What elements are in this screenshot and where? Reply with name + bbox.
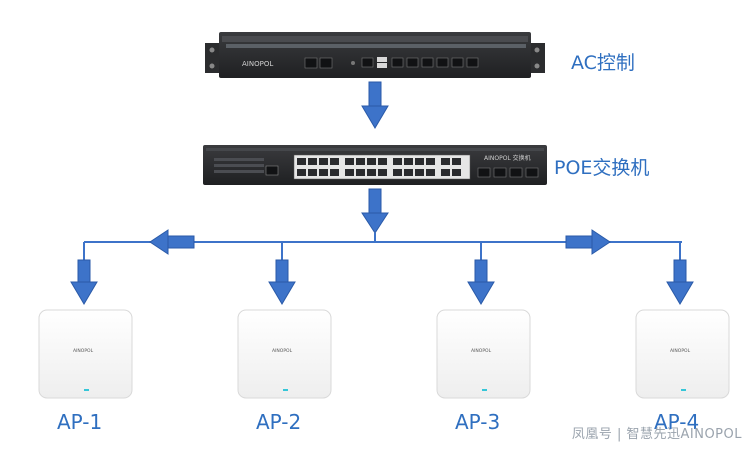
access-point-1: AINOPOL	[38, 309, 133, 399]
ap-brand-text: AINOPOL	[471, 348, 492, 354]
bus-arrow-left	[149, 229, 195, 255]
ap-brand-text: AINOPOL	[272, 348, 293, 354]
arrow-to-ap-3	[467, 259, 495, 305]
arrow-to-ap-2	[268, 259, 296, 305]
ap-brand-text: AINOPOL	[73, 348, 94, 354]
ap-2-label: AP-2	[256, 410, 302, 434]
arrow-switch-to-bus	[361, 188, 389, 234]
access-point-3: AINOPOL	[436, 309, 531, 399]
ap-3-label: AP-3	[455, 410, 501, 434]
watermark-text: 凤凰号 | 智慧先迅AINOPOL	[571, 427, 742, 442]
ac-controller-device: AINOPOL	[205, 32, 545, 78]
access-point-2: AINOPOL	[237, 309, 332, 399]
arrow-to-ap-4	[666, 259, 694, 305]
ap-status-led	[84, 389, 89, 391]
arrow-to-ap-1	[70, 259, 98, 305]
ap-brand-text: AINOPOL	[670, 348, 691, 354]
ap-status-led	[283, 389, 288, 391]
poe-switch-label: POE交换机	[554, 157, 650, 179]
ap-1-label: AP-1	[57, 410, 103, 434]
ac-brand-text: AINOPOL	[242, 60, 273, 68]
arrow-ac-to-switch	[361, 81, 389, 129]
switch-brand-text: AINOPOL 交换机	[484, 154, 531, 162]
ap-status-led	[681, 389, 686, 391]
ap-4-label: AP-4	[654, 410, 700, 434]
poe-switch-device: AINOPOL 交换机	[203, 145, 547, 185]
ac-controller-label: AC控制	[571, 52, 635, 74]
access-point-4: AINOPOL	[635, 309, 730, 399]
bus-arrow-right	[565, 229, 611, 255]
ap-status-led	[482, 389, 487, 391]
